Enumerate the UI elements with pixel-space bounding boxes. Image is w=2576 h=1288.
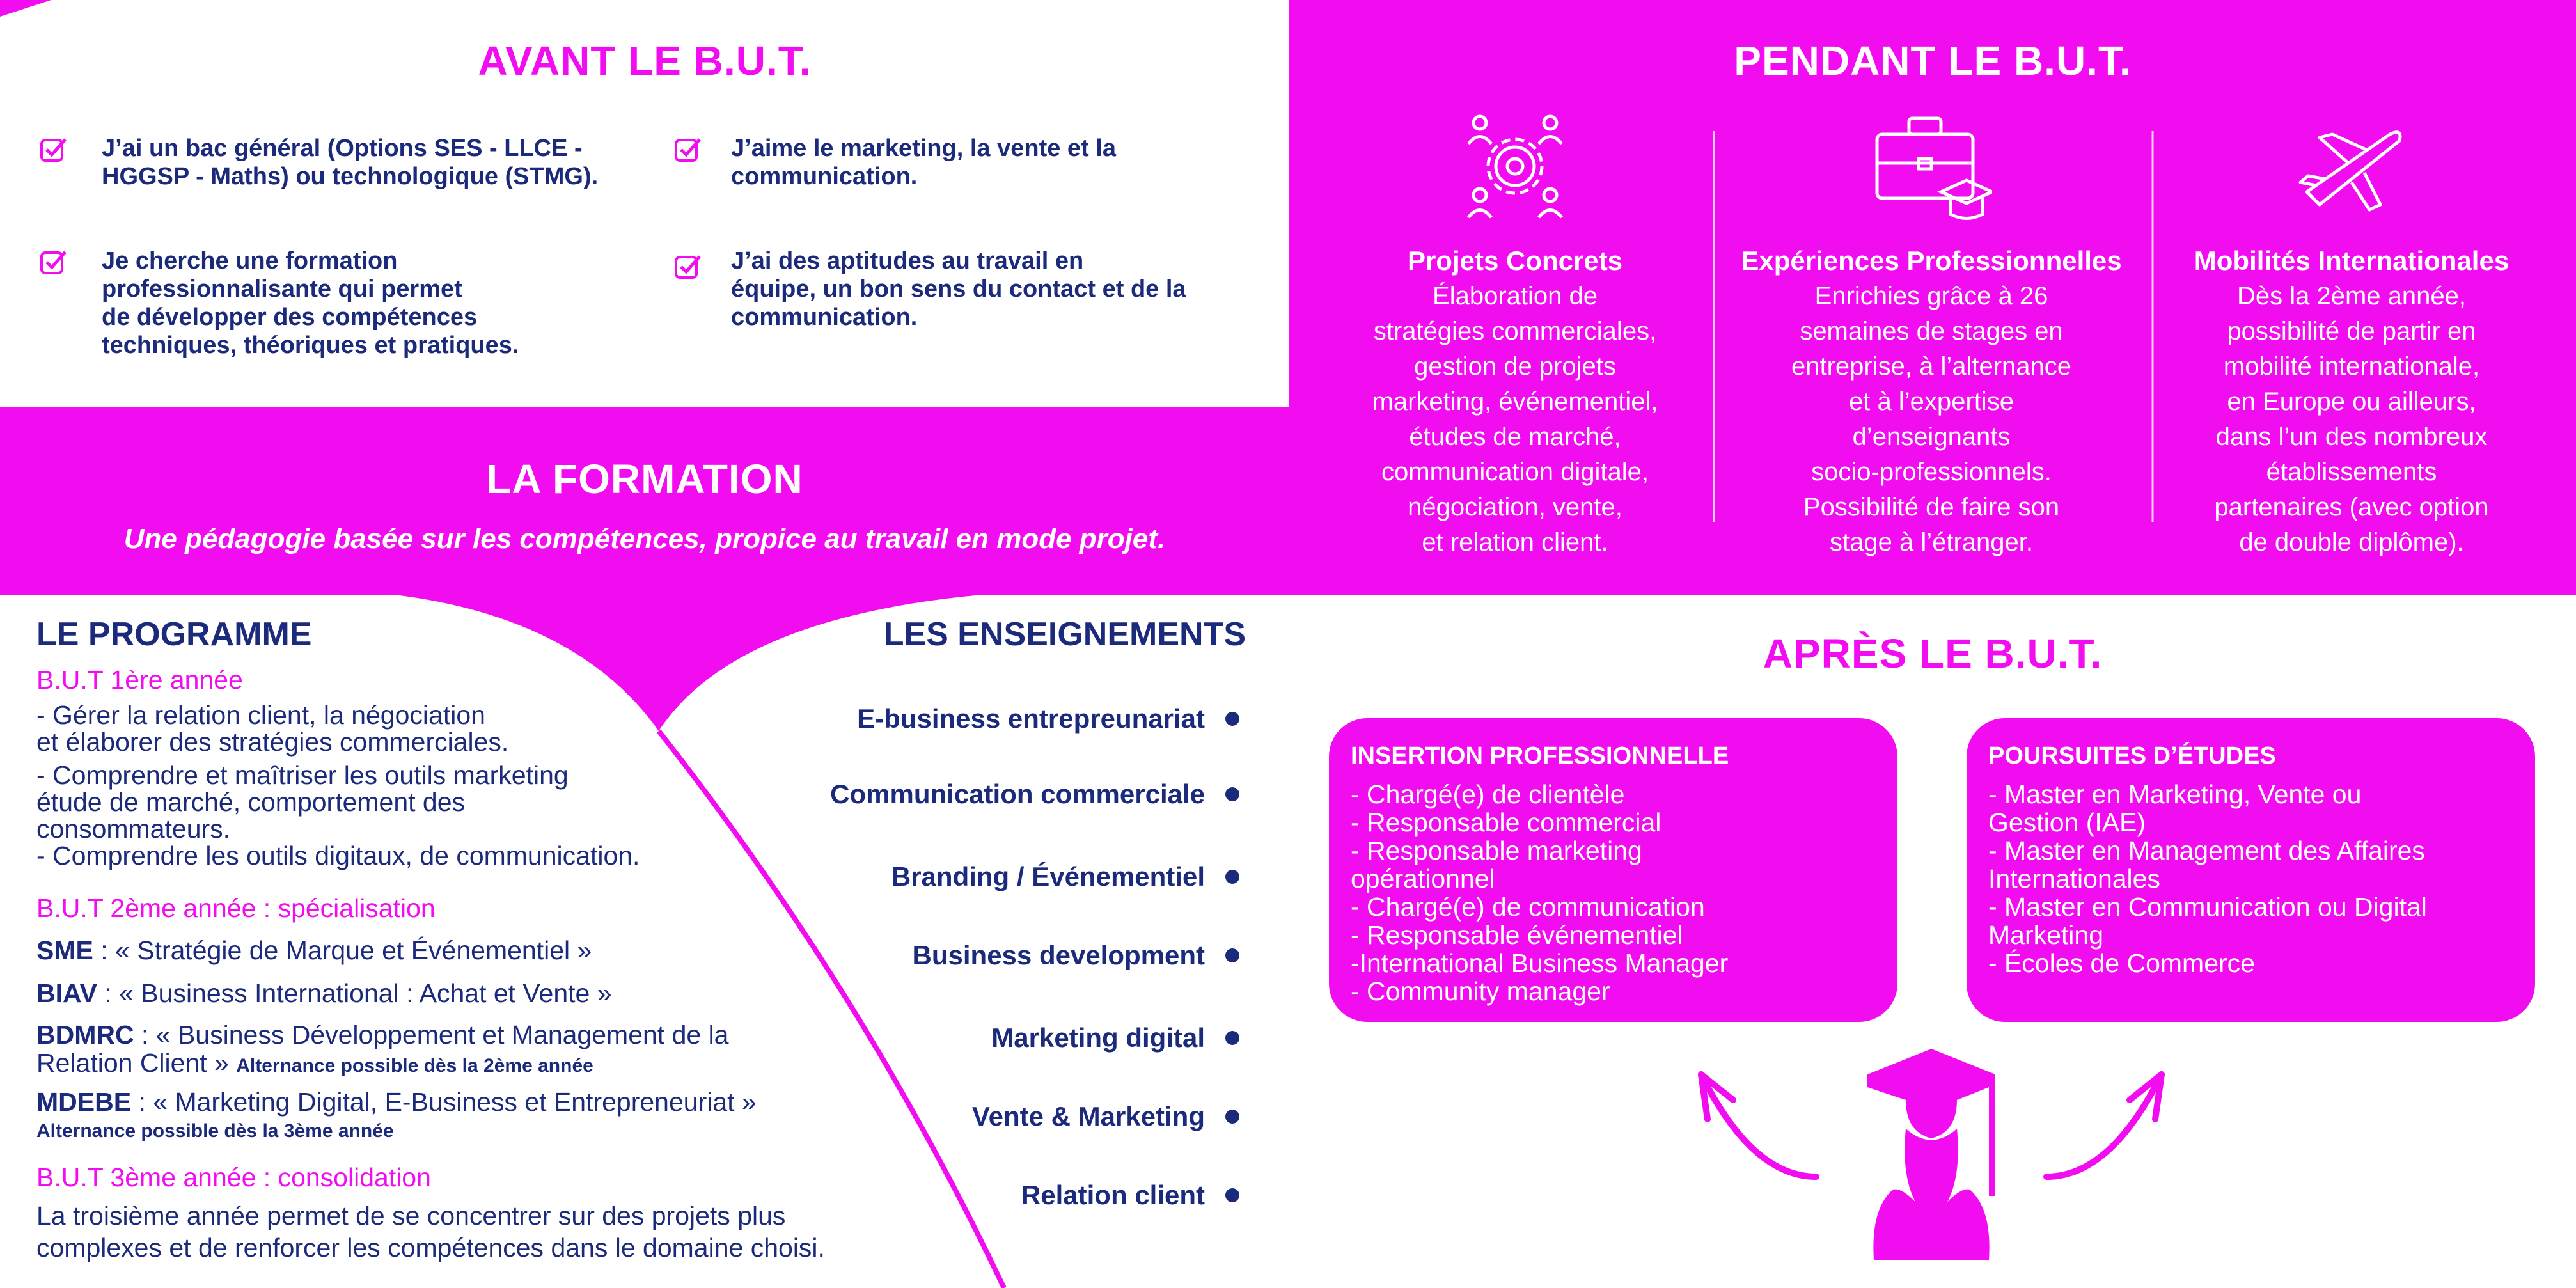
enseignement-item: Branding / Événementiel (891, 861, 1239, 892)
poursuites-title: POURSUITES D’ÉTUDES (1988, 742, 2276, 769)
enseignement-item: Business development (913, 940, 1239, 971)
spec-bdmrc: BDMRC : « Business Développement et Mana… (36, 1020, 729, 1078)
checkbox-icon (40, 251, 67, 274)
pendant-column-projets: Projets Concrets Élaboration de stratégi… (1310, 109, 1720, 560)
year3-content: La troisième année permet de se concentr… (36, 1201, 825, 1262)
list-item: Gestion (IAE) (1988, 808, 2146, 837)
insertion-box: INSERTION PROFESSIONNELLE - Chargé(e) de… (1329, 718, 1897, 1022)
airplane-icon (2298, 130, 2402, 212)
bullet-icon (1225, 1188, 1239, 1202)
list-item: - Community manager (1351, 977, 1610, 1006)
poursuites-box: POURSUITES D’ÉTUDES - Master en Marketin… (1967, 718, 2535, 1022)
column-body: Élaboration de stratégies commerciales, … (1372, 282, 1658, 556)
spec-mdebe: MDEBE : « Marketing Digital, E-Business … (36, 1087, 757, 1142)
list-item: - Chargé(e) de clientèle (1351, 780, 1625, 809)
bullet-icon (1225, 870, 1239, 884)
year2-title: B.U.T 2ème année : spécialisation (36, 893, 436, 923)
list-item: Marketing (1988, 920, 2104, 950)
pendant-title: PENDANT LE B.U.T. (1734, 38, 2132, 84)
spec-biav: BIAV : « Business International : Achat … (36, 978, 612, 1008)
enseignement-item: Marketing digital (991, 1023, 1239, 1053)
list-item: - Chargé(e) de communication (1351, 892, 1705, 922)
bullet-icon (1225, 712, 1239, 726)
list-item: - Responsable commercial (1351, 808, 1661, 837)
bullet-icon (1225, 1110, 1239, 1124)
list-item: - Master en Marketing, Vente ou (1988, 780, 2362, 809)
enseignement-item: Communication commerciale (830, 779, 1239, 810)
spec-sme: SME : « Stratégie de Marque et Événement… (36, 936, 592, 965)
year3-title: B.U.T 3ème année : consolidation (36, 1163, 431, 1192)
list-item: - Responsable événementiel (1351, 920, 1683, 950)
bullet-icon (1225, 787, 1239, 801)
list-item: - Responsable marketing (1351, 836, 1642, 865)
programme-title: LE PROGRAMME (36, 616, 312, 653)
formation-title: LA FORMATION (486, 456, 803, 502)
enseignement-item: Vente & Marketing (972, 1101, 1239, 1132)
pendant-column-mobilites: Mobilités Internationales Dès la 2ème an… (2147, 109, 2556, 560)
bullet-icon (1225, 948, 1239, 962)
checkbox-icon (40, 138, 67, 162)
year1-title: B.U.T 1ère année (36, 665, 243, 695)
list-item: - Écoles de Commerce (1988, 948, 2255, 978)
briefcase-graduation-icon (1875, 116, 1992, 220)
team-gear-icon (1467, 114, 1563, 219)
column-body: Dès la 2ème année, possibilité de partir… (2214, 282, 2489, 556)
column-title: Mobilités Internationales (2194, 246, 2509, 276)
enseignements-title: LES ENSEIGNEMENTS (883, 616, 1246, 653)
year1-content: - Gérer la relation client, la négociati… (36, 700, 640, 870)
apres-title: APRÈS LE B.U.T. (1763, 631, 2103, 677)
avant-title: AVANT LE B.U.T. (478, 38, 812, 84)
list-item: -International Business Manager (1351, 948, 1729, 978)
enseignement-item: Relation client (1021, 1180, 1239, 1211)
list-item: Internationales (1988, 864, 2160, 893)
column-title: Projets Concrets (1407, 246, 1623, 276)
formation-subtitle: Une pédagogie basée sur les compétences,… (123, 523, 1166, 554)
list-item: opérationnel (1351, 864, 1495, 893)
column-body: Enrichies grâce à 26 semaines de stages … (1791, 282, 2072, 556)
pendant-column-experiences: Expériences Professionnelles Enrichies g… (1727, 109, 2136, 560)
enseignement-item: E-business entrepreunariat (857, 703, 1239, 734)
checkbox-icon (675, 138, 701, 162)
bullet-icon (1225, 1031, 1239, 1045)
list-item: - Master en Communication ou Digital (1988, 892, 2427, 922)
graduate-arrows-icon (1698, 1049, 2165, 1260)
insertion-title: INSERTION PROFESSIONNELLE (1351, 742, 1729, 769)
checkbox-icon (675, 255, 701, 279)
list-item: - Master en Management des Affaires (1988, 836, 2425, 865)
avant-item-1: J’ai un bac général (Options SES - LLCE … (102, 135, 599, 190)
column-title: Expériences Professionnelles (1741, 246, 2122, 276)
